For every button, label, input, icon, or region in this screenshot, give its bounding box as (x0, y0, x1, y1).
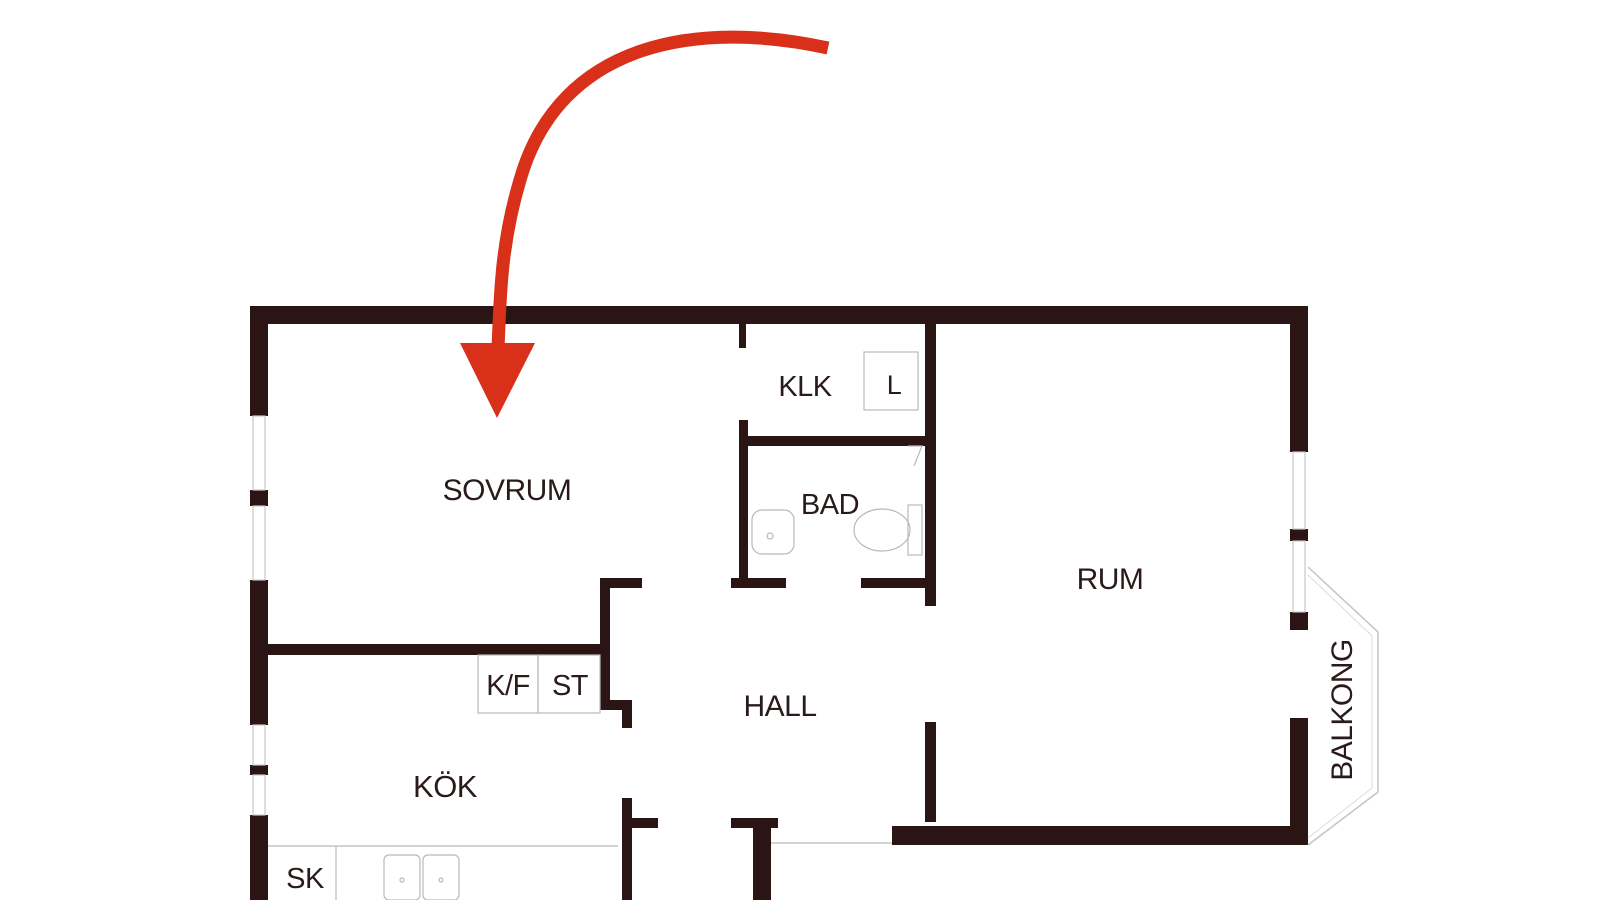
bad-left-wall (739, 420, 748, 585)
arrow-shaft (491, 30, 830, 351)
left-wall-lower (250, 815, 268, 900)
balcony-outline (1307, 566, 1379, 846)
balcony-inner-outline (1307, 574, 1373, 839)
window-right-1 (1292, 451, 1306, 530)
left-wall-upper (250, 306, 268, 416)
right-wall-mid2 (1290, 612, 1308, 630)
left-wall-mid3 (250, 765, 268, 775)
label-klk: KLK (778, 371, 832, 403)
left-wall-mid2 (250, 580, 268, 725)
bath-corner (908, 445, 923, 467)
sovrum-kok-wall (268, 644, 608, 655)
bathroom-sink (751, 509, 795, 555)
bad-bottom-left (731, 578, 786, 588)
kitchen-sink-right (422, 854, 460, 900)
corridor-wall-right (753, 818, 771, 900)
arrow-head (460, 343, 535, 418)
window-left-1 (252, 415, 266, 491)
linen-closet (863, 351, 919, 411)
annotation-arrow (460, 30, 830, 418)
rum-left-wall-upper (925, 324, 936, 606)
label-kf: K/F (486, 670, 530, 702)
sink-right-drain (438, 877, 444, 883)
corridor-wall-left (622, 798, 632, 900)
window-left-4 (252, 774, 266, 816)
bad-bottom-right (861, 578, 930, 588)
kitchen-sink-left (383, 854, 421, 900)
label-rum: RUM (1077, 563, 1144, 596)
window-left-2 (252, 505, 266, 581)
fixtures (268, 351, 923, 900)
klk-left-stub (739, 324, 746, 348)
left-wall-mid1 (250, 490, 268, 506)
room-labels: SOVRUM KLK L BAD RUM HALL K/F ST KÖK SK … (286, 370, 1359, 895)
label-balkong: BALKONG (1326, 639, 1359, 781)
label-l: L (887, 370, 902, 400)
outer-walls (250, 306, 1308, 900)
label-sovrum: SOVRUM (443, 474, 572, 507)
storage-cabinet (537, 654, 601, 714)
right-wall-lower (1290, 718, 1308, 845)
label-kok: KÖK (413, 769, 478, 804)
right-wall-mid (1290, 529, 1308, 541)
label-hall: HALL (743, 690, 816, 723)
toilet-tank (907, 504, 923, 556)
label-sk: SK (286, 863, 325, 895)
label-st: ST (552, 670, 589, 702)
sink-drain (766, 532, 774, 540)
sink-left-drain (399, 877, 405, 883)
interior-walls (268, 324, 936, 900)
bottom-wall-right (892, 826, 1308, 845)
right-wall-upper (1290, 306, 1308, 452)
hall-jog-top (600, 578, 642, 588)
toilet (853, 508, 911, 552)
label-bad: BAD (801, 489, 859, 521)
top-wall (250, 306, 1308, 324)
hall-jog-bottom (600, 700, 632, 710)
window-right-2 (1292, 540, 1306, 613)
hall-jog-vert (600, 578, 610, 708)
corridor-stub-left (622, 818, 658, 828)
rum-left-wall-lower (925, 722, 936, 822)
window-left-3 (252, 724, 266, 766)
windows (252, 415, 1306, 816)
hall-jog-stub (622, 700, 632, 728)
klk-bad-divider (739, 436, 930, 446)
